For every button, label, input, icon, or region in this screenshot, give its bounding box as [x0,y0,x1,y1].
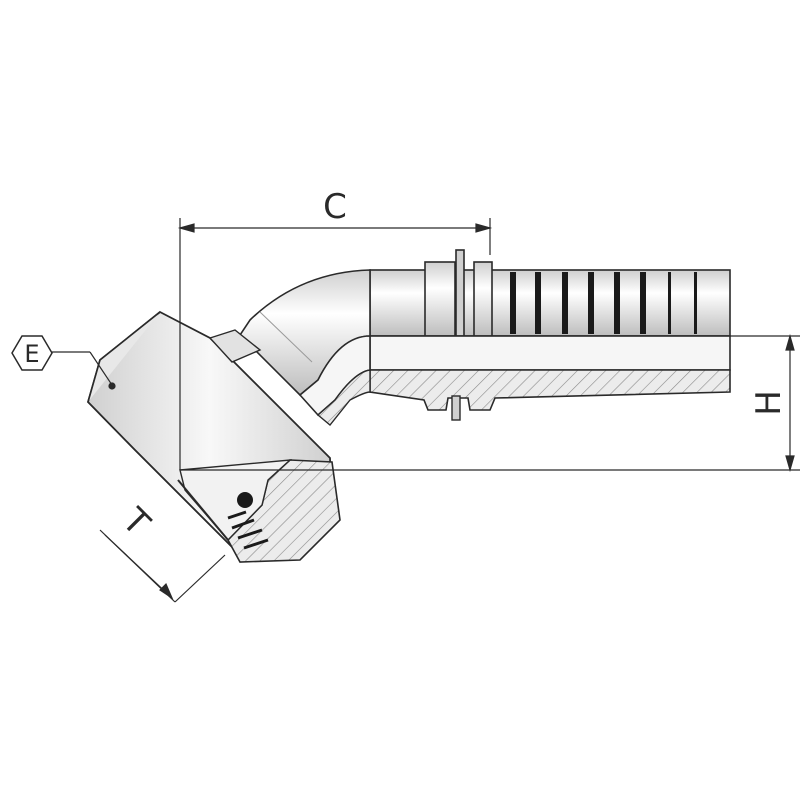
hose-tail [369,249,731,421]
dim-label-t: T [114,500,158,544]
barb-ribs [510,272,697,334]
elbow-bend [238,269,371,426]
dimension-lines [52,218,800,603]
retaining-ring [455,249,465,337]
thread-marks [227,510,269,550]
tail-collar [424,261,456,337]
o-ring [237,492,253,508]
dim-label-c: C [323,187,347,227]
dim-label-h: H [749,390,789,416]
hex-label-e: E [24,340,39,368]
tail-section [369,369,731,411]
swivel-nut [86,310,341,563]
hex-symbol-e [11,335,53,371]
